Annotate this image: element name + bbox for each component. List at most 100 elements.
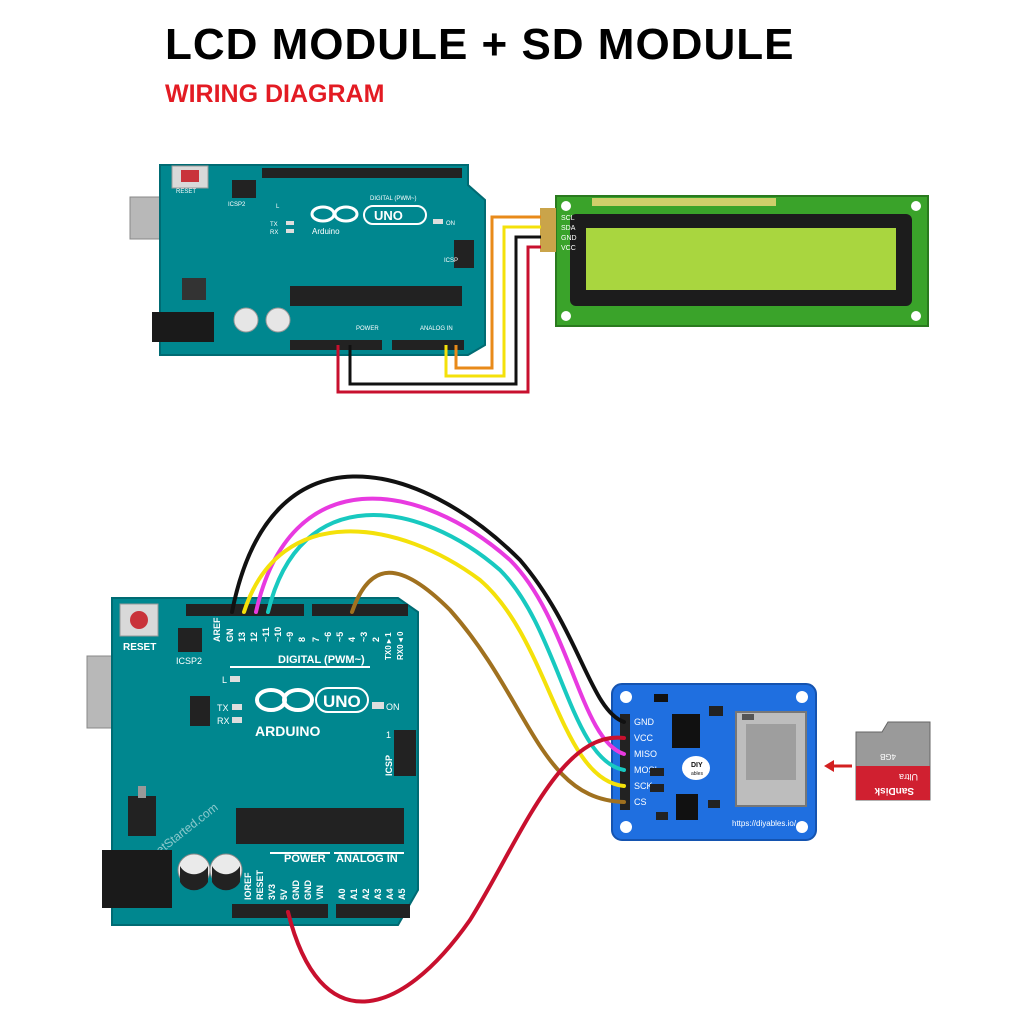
- on-label-bottom: ON: [386, 702, 400, 712]
- power-pin-5v: 5V: [279, 889, 289, 900]
- analog-pin-a1: A1: [349, 888, 359, 900]
- wire-top-scl: [454, 215, 541, 370]
- lcd-screen: [586, 228, 896, 290]
- digital-pin-13: 13: [237, 632, 247, 642]
- sd-card-capacity: 4GB: [880, 752, 896, 761]
- wire-bottom-sck: [242, 529, 626, 788]
- power-label-top: POWER: [356, 326, 379, 332]
- l-label-top: L: [276, 204, 280, 210]
- sd-module: GND VCC MISO MOSI SCK CS DIY ables https…: [611, 683, 817, 841]
- sd-url: https://diyables.io/: [732, 819, 797, 828]
- power-pin-reset: RESET: [255, 869, 265, 900]
- wire-top-vcc: [336, 245, 541, 394]
- rx-label-top: RX: [270, 230, 278, 236]
- power-label-bottom: POWER: [284, 853, 326, 865]
- analog-pin-a5: A5: [397, 888, 407, 900]
- wire-bottom-vcc: [286, 735, 626, 1004]
- arduino-text-bottom: ARDUINO: [255, 723, 320, 739]
- sd-card-red-band: [856, 766, 930, 800]
- sd-pin-header: [620, 714, 630, 810]
- analog-label-bottom: ANALOG IN: [336, 853, 398, 865]
- arduino-top-board: RESET ICSP2 DIGITAL (PWM~) UNO Arduino L…: [129, 164, 486, 356]
- wire-top-sda: [444, 225, 541, 378]
- sd-pin-mosi: MOSI: [634, 765, 657, 775]
- wire-bottom-mosi: [266, 513, 626, 772]
- logo-top: DIY: [691, 762, 703, 769]
- digital-pin-2: 2: [371, 637, 381, 642]
- sd-pin-cs: CS: [634, 797, 647, 807]
- gnd-label-bottom: GN: [225, 629, 235, 643]
- chip-bottom: [236, 808, 404, 844]
- sd-pin-sck: SCK: [634, 781, 653, 791]
- sd-level-shifter: [676, 794, 698, 820]
- l-label-bottom: L: [222, 675, 227, 685]
- tx-label-bottom: TX: [217, 703, 229, 713]
- micro-sd-card: SanDisk Ultra 4GB: [855, 721, 931, 801]
- power-pin-gnd-2: GND: [303, 880, 313, 901]
- digital-pin-10: ~10: [273, 627, 283, 642]
- sd-pin-gnd: GND: [634, 717, 655, 727]
- lcd-module: SCL SDA GND VCC: [540, 195, 929, 327]
- arduino-top-pcb: [159, 164, 486, 356]
- reset-label-top: RESET: [176, 189, 196, 195]
- arduino-bottom-board: RESET ICSP2 AREF GN 13 12 ~11 ~10 ~9 8 7…: [86, 597, 419, 926]
- wire-bottom-cs: [350, 570, 626, 804]
- digital-pin-3: ~3: [359, 632, 369, 642]
- digital-pin-9: ~9: [285, 632, 295, 642]
- digital-header-top: [262, 168, 462, 178]
- power-pin-ioref: IOREF: [243, 872, 253, 900]
- power-pin-vin: VIN: [315, 885, 325, 900]
- arduino-logo-top: [310, 205, 427, 225]
- digital-pin-11: ~11: [261, 627, 271, 642]
- sd-pin-miso: MISO: [634, 749, 657, 759]
- lcd-pin-gnd: GND: [561, 235, 577, 242]
- analog-label-top: ANALOG IN: [420, 326, 453, 332]
- sd-card-brand: SanDisk: [874, 785, 914, 796]
- sd-pin-vcc: VCC: [634, 733, 654, 743]
- on-label-top: ON: [446, 221, 455, 227]
- diyables-logo: DIY ables: [682, 756, 710, 780]
- lcd-pin-scl: SCL: [561, 215, 575, 222]
- tx-label-top: TX: [270, 222, 278, 228]
- digital-pin-12: 12: [249, 632, 259, 642]
- analog-pin-a0: A0: [337, 888, 347, 900]
- wire-top-gnd: [348, 235, 541, 386]
- wire-bottom-miso: [254, 496, 626, 756]
- page-subtitle: WIRING DIAGRAM: [165, 80, 385, 108]
- digital-pin-1: TX0 ▸ 1: [384, 632, 393, 660]
- digital-label-bottom: DIGITAL (PWM~): [278, 654, 365, 666]
- page-title: LCD MODULE + SD MODULE: [165, 20, 795, 69]
- icsp2-label-bottom: ICSP2: [176, 656, 202, 666]
- icsp-label-bottom: ICSP: [384, 755, 394, 776]
- power-jack-top: [152, 312, 214, 342]
- power-pin-3v3: 3V3: [267, 884, 277, 900]
- digital-pin-5: ~5: [335, 632, 345, 642]
- lcd-pin-vcc: VCC: [561, 245, 576, 252]
- arduino-logo-bottom: [255, 687, 369, 713]
- rx-label-bottom: RX: [217, 716, 230, 726]
- icsp2-label-top: ICSP2: [228, 202, 246, 208]
- power-jack-bottom: [102, 850, 172, 908]
- sd-regulator: [672, 714, 700, 748]
- chip-small-bottom: [190, 696, 210, 726]
- digital-pin-4: 4: [347, 637, 357, 642]
- chip-top: [290, 286, 462, 306]
- digital-header-bottom-b: [312, 604, 408, 616]
- icsp-header-top: [454, 240, 474, 268]
- analog-header-bottom: [336, 904, 410, 918]
- digital-pin-0: RX0 ◂ 0: [396, 631, 405, 660]
- analog-header-top: [392, 340, 464, 350]
- digital-label-top: DIGITAL (PWM~): [370, 196, 417, 202]
- analog-pin-a4: A4: [385, 888, 395, 900]
- wire-bottom-gnd: [230, 474, 626, 724]
- sd-card-line: Ultra: [899, 772, 918, 782]
- logo-bottom: ables: [691, 771, 703, 777]
- uno-label-bottom: UNO: [323, 692, 361, 711]
- power-header-bottom: [232, 904, 328, 918]
- digital-pin-8: 8: [297, 637, 307, 642]
- lcd-pin-sda: SDA: [561, 225, 576, 232]
- analog-pin-a3: A3: [373, 888, 383, 900]
- power-header-top: [290, 340, 382, 350]
- lcd-i2c-header: [540, 208, 556, 252]
